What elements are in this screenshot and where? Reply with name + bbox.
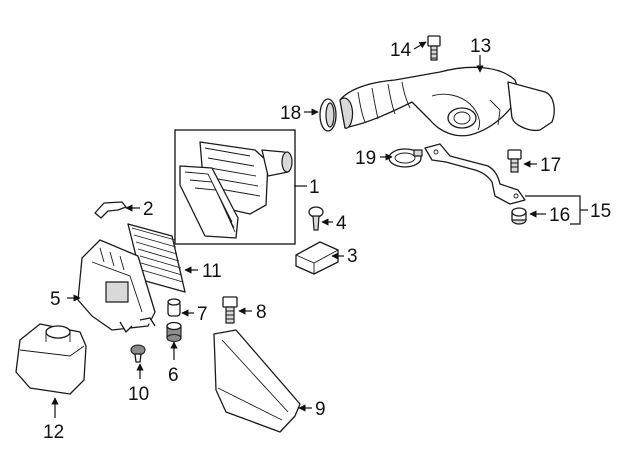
callout-17: 17 — [540, 155, 561, 176]
grommet-part-16 — [511, 207, 527, 225]
duct-part-9 — [213, 329, 301, 433]
callout-18: 18 — [280, 103, 301, 124]
leader-lines — [51, 41, 588, 418]
module-part-3 — [295, 241, 339, 275]
callout-2: 2 — [143, 199, 154, 220]
callout-4: 4 — [336, 213, 347, 234]
bolt-part-8 — [222, 296, 238, 324]
callout-15: 15 — [590, 201, 611, 222]
callout-11: 11 — [202, 261, 222, 282]
callout-5: 5 — [50, 289, 61, 310]
bolt-part-17 — [507, 149, 522, 173]
clip-part-4 — [308, 206, 324, 231]
clip-part-10 — [130, 344, 146, 363]
clamp-part-18 — [319, 98, 337, 132]
callout-10: 10 — [128, 384, 149, 405]
bolt-part-14 — [427, 35, 441, 61]
reservoir-part-12 — [15, 323, 87, 395]
callout-3: 3 — [347, 246, 358, 267]
callout-12: 12 — [43, 422, 64, 443]
callout-labels: 1 2 3 4 5 6 7 8 9 10 11 12 13 14 15 16 1… — [43, 36, 611, 443]
spacer-part-7 — [167, 298, 181, 317]
bracket-part-2 — [94, 201, 127, 219]
callout-6: 6 — [168, 365, 179, 386]
clamp-part-19 — [388, 148, 423, 168]
callout-13: 13 — [470, 36, 491, 57]
callout-16: 16 — [549, 205, 570, 226]
callout-1: 1 — [309, 177, 320, 198]
air-cleaner-upper-housing — [179, 141, 293, 239]
callout-19: 19 — [355, 148, 376, 169]
intake-duct-part — [339, 66, 555, 137]
callout-14: 14 — [390, 40, 412, 61]
callout-8: 8 — [256, 302, 267, 323]
lower-housing-part-5 — [77, 239, 156, 333]
callout-7: 7 — [197, 304, 208, 325]
bracket-part-15 — [424, 143, 526, 205]
callout-9: 9 — [315, 399, 326, 420]
assembly-box — [174, 129, 296, 245]
grommet-part-6 — [166, 321, 182, 343]
